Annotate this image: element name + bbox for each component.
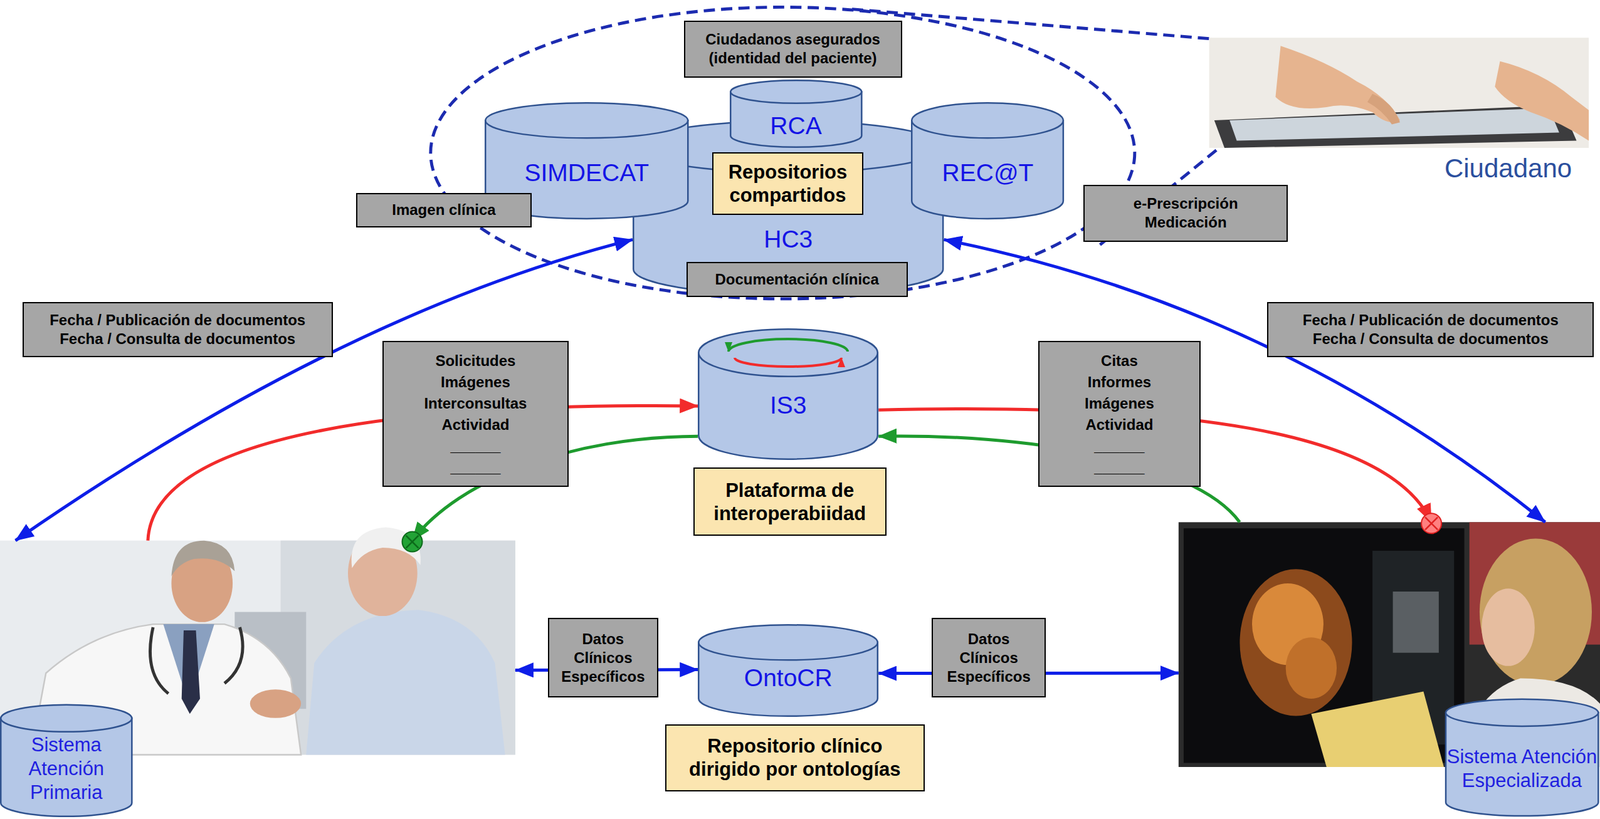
label-box: Citas Informes Imágenes Actividad______ … [1038,341,1201,488]
node-text: REC@T [942,159,1034,187]
dashed-link [852,9,1211,39]
caption-label: Ciudadano [1444,153,1572,184]
cylinder-top [1445,699,1599,727]
system-node: Sistema Atención Primaria [0,541,516,818]
text-holder: SIMDECAT [484,159,690,187]
text-holder: OntoCR [697,665,879,693]
accepted-mark [402,532,423,553]
label-box: Fecha / Publicación de documentos Fecha … [1267,302,1594,358]
cylinder-top [730,80,862,104]
database-cylinder: IS3 [697,328,879,461]
cylinder-top [912,102,1064,138]
node-text: Solicitudes Imágenes Interconsultas Acti… [423,350,527,436]
node-text: SIMDECAT [524,159,650,187]
cylinder-top [485,102,688,138]
node-text: Ciudadanos asegurados (identidad del pac… [692,30,894,68]
label-box: Solicitudes Imágenes Interconsultas Acti… [382,341,570,488]
blank-lines: ______ ______ [1094,435,1145,479]
node-text: HC3 [763,226,813,254]
node-text: Plataforma de interoperabiidad [708,478,872,526]
primary-care-photo [0,527,516,755]
cylinder-top [698,625,878,661]
node-text: Repositorio clínico dirigido por ontolog… [678,734,911,782]
node-text: Datos Clínicos Específicos [561,630,645,687]
caption-box: Plataforma de interoperabiidad [693,467,887,537]
node-text: Fecha / Publicación de documentos Fecha … [39,310,316,349]
node-text: Imagen clínica [391,200,496,220]
node-text: Citas Informes Imágenes Actividad [1084,350,1155,436]
text-holder: Sistema Atención Primaria [0,733,133,805]
node-text: Fecha / Publicación de documentos Fecha … [1292,310,1569,349]
shared-repository-boundary [430,6,1135,300]
text-holder: RCA [729,112,863,140]
caption-box: Repositorio clínico dirigido por ontolog… [665,724,925,792]
label-box: Documentación clínica [686,262,908,297]
node-text: OntoCR [744,665,833,693]
label-box: Imagen clínica [356,193,532,228]
node-text: Sistema Atención Especializada [1445,745,1600,794]
node-text: Repositorios compartidos [728,160,848,207]
sync-arrow [728,339,848,352]
connector [15,239,633,541]
citizen-photo [1209,37,1589,148]
blank-lines: ______ ______ [450,435,501,479]
database-cylinder: REC@T [910,102,1064,220]
node-text: RCA [769,112,822,140]
text-holder: IS3 [697,392,879,420]
blocked-mark [1421,513,1442,534]
label-box: Datos Clínicos Específicos [931,618,1046,698]
node-text: e-Prescripción Medicación [1113,194,1258,232]
cylinder-top [698,329,878,377]
database-cylinder: RCA [729,79,863,148]
node-text: Sistema Atención Primaria [0,733,133,805]
label-box: Datos Clínicos Específicos [547,618,659,698]
connector [943,239,1545,523]
text-holder: REC@T [910,159,1064,187]
caption-box: Repositorios compartidos [712,152,864,216]
node-text: IS3 [769,392,807,420]
label-box: Ciudadanos asegurados (identidad del pac… [684,20,903,78]
cylinder-top [0,704,132,732]
label-box: e-Prescripción Medicación [1083,184,1288,243]
sync-arrow [734,357,842,367]
node-text: Documentación clínica [714,270,879,290]
label-box: Fecha / Publicación de documentos Fecha … [22,302,333,358]
text-holder: Sistema Atención Especializada [1445,745,1600,794]
database-cylinder: OntoCR [697,624,879,718]
node-text: Datos Clínicos Específicos [946,630,1031,687]
text-holder: HC3 [632,226,944,254]
system-node: Sistema Atención Especializada [1178,522,1600,817]
